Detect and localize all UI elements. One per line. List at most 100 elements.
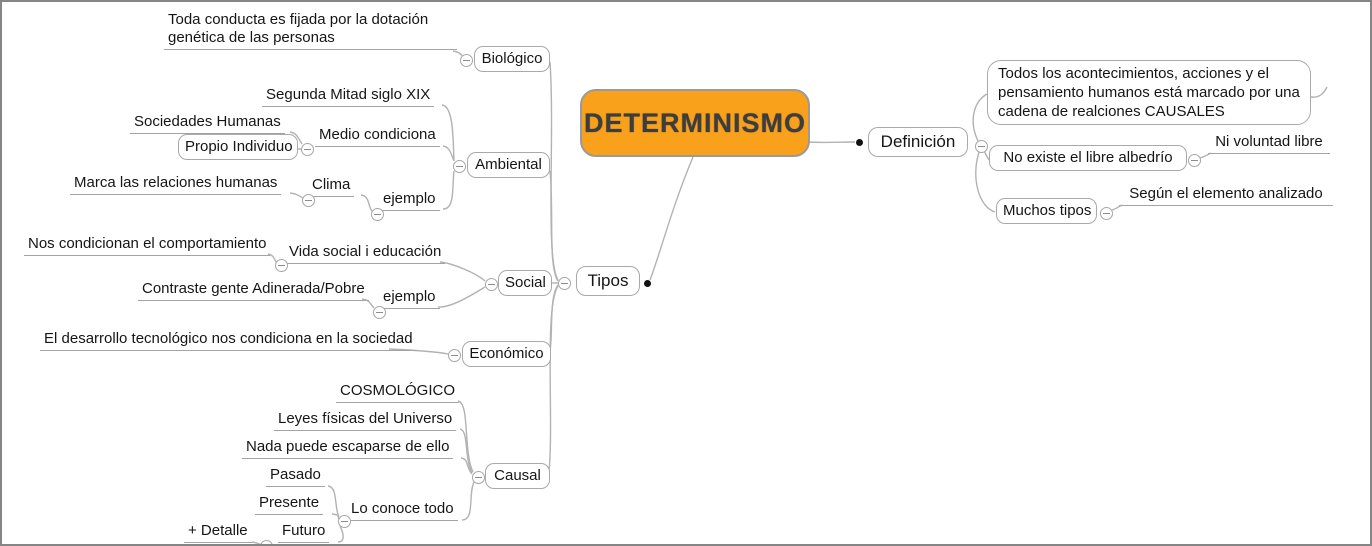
fold-minus-icon-clima[interactable]: [302, 194, 315, 207]
node-propio-individuo[interactable]: Propio Individuo: [178, 134, 298, 160]
edge-ambiental-ejemplo: [442, 170, 455, 210]
node-label: Clima: [312, 176, 351, 193]
edge-causal-leyes: [459, 428, 473, 474]
edge-loconoce-pasado: [327, 485, 340, 518]
node-contraste[interactable]: Contraste gente Adinerada/Pobre: [138, 280, 369, 301]
fold-minus-icon-muchos-tipos[interactable]: [1100, 207, 1113, 220]
fold-minus-icon-futuro[interactable]: [260, 540, 273, 544]
fold-minus-icon-definicion[interactable]: [975, 140, 988, 153]
fold-minus-icon-social[interactable]: [485, 278, 498, 291]
minus-glyph: [341, 521, 348, 522]
edge-social-ejemplo: [437, 286, 486, 308]
fold-minus-icon-medio-condiciona[interactable]: [301, 143, 314, 156]
edge-tipos-causal: [548, 285, 559, 472]
edge-root-tipos: [649, 156, 694, 281]
minus-glyph: [278, 265, 285, 266]
node-label: Sociedades Humanas: [134, 113, 281, 130]
edge-social-vida: [439, 261, 486, 282]
edge-causal-nada: [460, 457, 473, 475]
node-label: Biológico: [481, 50, 543, 67]
node-label: Causal: [494, 467, 541, 484]
node-ambiental[interactable]: Ambiental: [467, 152, 550, 178]
node-ejemplo-ambiental[interactable]: ejemplo: [379, 190, 440, 211]
edge-definicion-causales: [972, 93, 988, 142]
node-root-determinismo[interactable]: DETERMINISMO: [580, 89, 810, 157]
node-label: ejemplo: [383, 190, 436, 207]
edge-endpoint-dot: [856, 139, 863, 146]
fold-minus-icon-ambiental[interactable]: [453, 160, 466, 173]
node-segun-elemento[interactable]: Según el elemento analizado: [1119, 185, 1333, 206]
fold-minus-icon-no-existe[interactable]: [1188, 154, 1201, 167]
node-detalle[interactable]: + Detalle: [184, 522, 252, 543]
node-definicion[interactable]: Definición: [868, 127, 968, 157]
node-muchos-tipos[interactable]: Muchos tipos: [996, 198, 1097, 224]
edge-loconoce-futuro: [337, 525, 344, 543]
edge-ambiental-medio: [442, 145, 455, 162]
edge-clima-marca: [289, 192, 304, 199]
node-label: Económico: [469, 345, 544, 362]
node-label: COSMOLÓGICO: [340, 382, 456, 399]
edge-tipos-ambiental: [549, 170, 559, 282]
node-label: Social: [505, 274, 546, 291]
fold-minus-icon-economico[interactable]: [448, 349, 461, 362]
fold-minus-icon-ejemplo-social[interactable]: [373, 306, 386, 319]
node-social[interactable]: Social: [498, 270, 552, 296]
node-causales[interactable]: Todos los acontecimientos, acciones y el…: [987, 60, 1311, 125]
node-label: Muchos tipos: [1003, 202, 1092, 219]
node-label: Nos condicionan el comportamiento: [28, 235, 267, 252]
node-pasado[interactable]: Pasado: [266, 466, 325, 487]
node-label: Pasado: [270, 466, 321, 483]
node-label: El desarrollo tecnológico nos condiciona…: [44, 330, 413, 347]
node-label: ejemplo: [383, 288, 436, 305]
node-causal[interactable]: Causal: [485, 463, 550, 489]
fold-minus-icon-ejemplo-ambiental[interactable]: [371, 208, 384, 221]
node-clima[interactable]: Clima: [308, 176, 355, 197]
edge-ejemploamb-clima: [360, 194, 373, 212]
node-label: Presente: [259, 494, 320, 511]
edge-ambiental-segunda: [441, 104, 455, 162]
node-ejemplo-social[interactable]: ejemplo: [379, 288, 440, 309]
edge-endpoint-dot: [644, 280, 651, 287]
node-biologico[interactable]: Biológico: [474, 46, 550, 72]
node-nada-escaparse[interactable]: Nada puede escaparse de ello: [242, 438, 454, 459]
fold-minus-icon-lo-conoce-todo[interactable]: [338, 515, 351, 528]
node-vida-social[interactable]: Vida social i educación: [285, 243, 446, 264]
node-label: DETERMINISMO: [583, 107, 806, 138]
node-no-existe-libre-albedrio[interactable]: No existe el libre albedrío: [989, 145, 1187, 171]
minus-glyph: [451, 355, 458, 356]
node-nos-condicionan[interactable]: Nos condicionan el comportamiento: [24, 235, 271, 256]
node-segunda-mitad[interactable]: Segunda Mitad siglo XIX: [262, 86, 435, 107]
minus-glyph: [304, 149, 311, 150]
node-desarrollo-tecnologico[interactable]: El desarrollo tecnológico nos condiciona…: [40, 330, 417, 351]
node-label: Según el elemento analizado: [1129, 185, 1323, 202]
node-futuro[interactable]: Futuro: [278, 522, 330, 543]
node-sociedades-humanas[interactable]: Sociedades Humanas: [130, 113, 285, 134]
minus-glyph: [1103, 213, 1110, 214]
fold-minus-icon-causal[interactable]: [472, 471, 485, 484]
node-cosmologico[interactable]: COSMOLÓGICO: [336, 382, 460, 403]
node-label: Contraste gente Adinerada/Pobre: [142, 280, 365, 297]
node-label: Lo conoce todo: [351, 500, 454, 517]
node-presente[interactable]: Presente: [255, 494, 324, 515]
node-label: Nada puede escaparse de ello: [246, 438, 450, 455]
node-label: Propio Individuo: [185, 138, 293, 155]
node-label: Leyes físicas del Universo: [278, 410, 453, 427]
node-economico[interactable]: Económico: [462, 341, 551, 367]
node-ni-voluntad-libre[interactable]: Ni voluntad libre: [1208, 133, 1330, 154]
node-label: Segunda Mitad siglo XIX: [266, 86, 431, 103]
node-lo-conoce-todo[interactable]: Lo conoce todo: [347, 500, 458, 521]
minus-glyph: [561, 283, 568, 284]
node-marca-relaciones[interactable]: Marca las relaciones humanas: [70, 174, 282, 195]
fold-minus-icon-tipos[interactable]: [558, 277, 571, 290]
node-toda-conducta[interactable]: Toda conducta es fijada por la dotación …: [164, 11, 457, 50]
node-tipos[interactable]: Tipos: [576, 266, 640, 296]
minus-glyph: [305, 200, 312, 201]
minus-glyph: [463, 60, 470, 61]
node-medio-condiciona[interactable]: Medio condiciona: [315, 126, 440, 147]
fold-minus-icon-biologico[interactable]: [460, 54, 473, 67]
minus-glyph: [978, 146, 985, 147]
fold-minus-icon-vida-social[interactable]: [275, 259, 288, 272]
node-leyes-fisicas[interactable]: Leyes físicas del Universo: [274, 410, 457, 431]
node-label: No existe el libre albedrío: [1003, 149, 1173, 166]
